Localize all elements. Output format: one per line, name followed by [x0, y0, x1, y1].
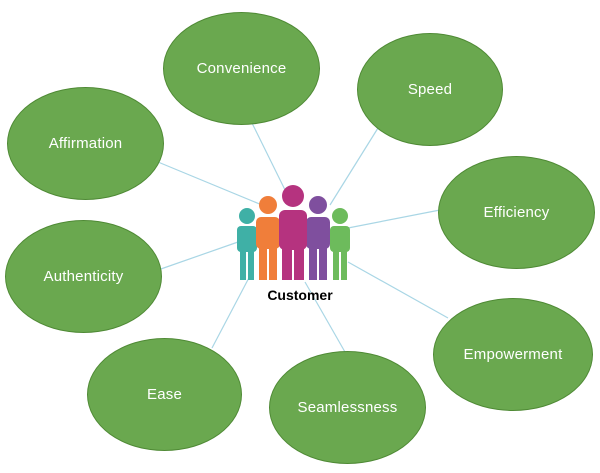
bubble-authenticity: Authenticity — [5, 220, 162, 333]
connector-authenticity — [157, 241, 239, 271]
connector-ease — [211, 271, 253, 349]
bubble-empowerment: Empowerment — [433, 298, 593, 411]
connector-affirmation — [157, 161, 263, 206]
bubble-convenience: Convenience — [163, 12, 320, 125]
bubble-label-convenience: Convenience — [196, 60, 287, 77]
bubble-affirmation: Affirmation — [7, 87, 164, 200]
bubble-label-speed: Speed — [407, 81, 453, 98]
bubble-label-efficiency: Efficiency — [483, 204, 550, 221]
bubble-seamlessness: Seamlessness — [269, 351, 426, 464]
connector-seamlessness — [304, 281, 346, 353]
customer-label: Customer — [267, 287, 333, 303]
bubble-ease: Ease — [87, 338, 242, 451]
customer-group-icon — [237, 185, 350, 280]
connector-empowerment — [347, 261, 449, 319]
connector-speed — [329, 127, 379, 206]
bubble-label-ease: Ease — [147, 386, 182, 403]
bubble-speed: Speed — [357, 33, 503, 146]
connector-convenience — [251, 122, 291, 201]
connector-efficiency — [347, 209, 441, 229]
bubble-label-seamlessness: Seamlessness — [297, 399, 398, 416]
bubble-label-affirmation: Affirmation — [48, 135, 123, 152]
bubble-efficiency: Efficiency — [438, 156, 595, 269]
bubble-label-authenticity: Authenticity — [43, 268, 124, 285]
bubble-label-empowerment: Empowerment — [463, 346, 563, 363]
